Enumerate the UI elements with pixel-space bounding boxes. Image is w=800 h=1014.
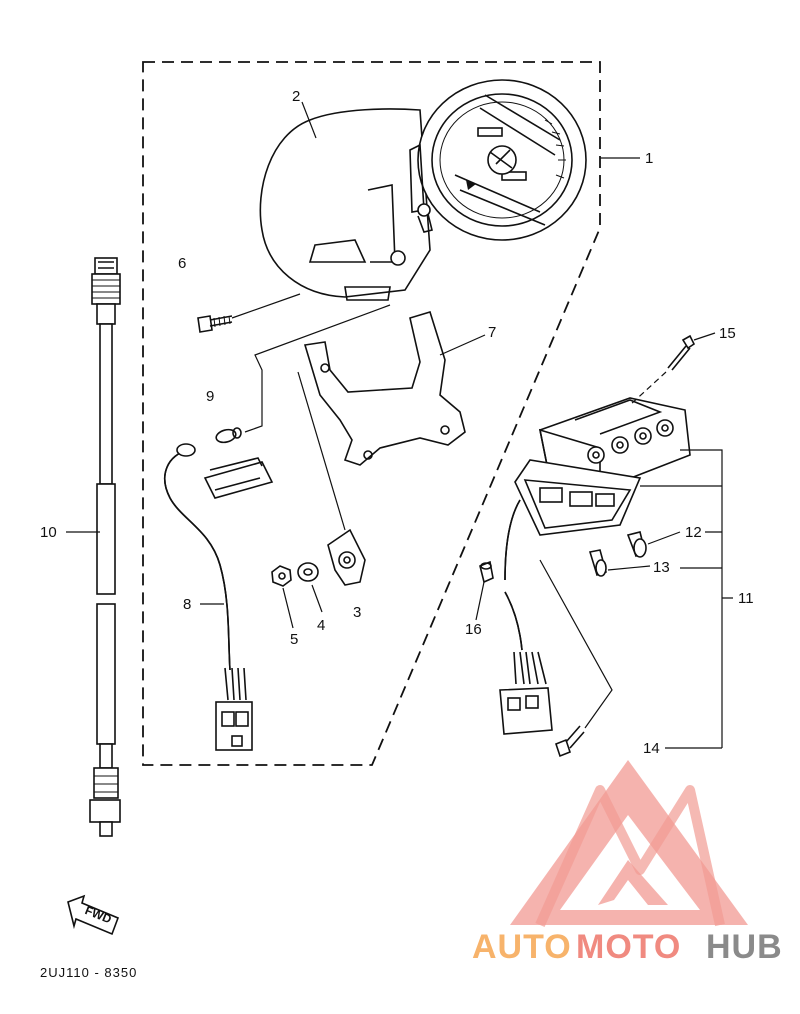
label-4: 4 [317, 617, 325, 634]
label-8: 8 [183, 596, 191, 613]
leader-7 [439, 334, 486, 356]
label-6: 6 [178, 255, 186, 272]
leader-12 [647, 531, 681, 545]
label-3: 3 [353, 604, 361, 621]
leader-16 [475, 581, 485, 621]
label-14: 14 [643, 740, 660, 757]
label-12: 12 [685, 524, 702, 541]
bulb-13 [588, 549, 607, 577]
grommet-3 [327, 528, 366, 586]
label-5: 5 [290, 631, 298, 648]
assembly-boundary [142, 61, 601, 766]
meter-housing [259, 108, 431, 301]
label-13: 13 [653, 559, 670, 576]
leader-15 [693, 332, 716, 341]
leader-2 [301, 101, 317, 139]
label-2: 2 [292, 88, 300, 105]
leader-9 [244, 304, 391, 433]
screw-15 [667, 334, 696, 371]
logo-word-hub: HUB [706, 928, 783, 966]
indicator-harness [499, 499, 553, 735]
bracket-11 [640, 449, 733, 749]
leader-6 [231, 293, 301, 319]
leader-5 [282, 587, 294, 629]
leader-15-dashed [629, 371, 667, 406]
socket-16 [479, 560, 494, 584]
leader-4 [311, 584, 323, 613]
label-7: 7 [488, 324, 496, 341]
speedometer-cable-10 [89, 257, 121, 837]
screw-6 [197, 315, 233, 333]
logo-g-mark [598, 860, 668, 905]
nut-5 [271, 565, 292, 587]
logo-word-auto: AUTO [472, 928, 572, 966]
label-16: 16 [465, 621, 482, 638]
logo-m-stroke [535, 785, 725, 928]
washer-4 [297, 562, 319, 582]
drawing-code: 2UJ110 - 8350 [40, 965, 137, 980]
speedometer-gauge [409, 79, 587, 241]
bulb-9 [215, 427, 242, 444]
forward-arrow-icon [67, 894, 120, 936]
label-1: 1 [645, 150, 653, 167]
label-11: 11 [738, 590, 754, 607]
leader-14-dashed [539, 559, 613, 729]
screw-14 [555, 725, 585, 758]
automotohub-logo [510, 760, 748, 928]
leader-13 [607, 565, 651, 571]
label-9: 9 [206, 388, 214, 405]
indicator-housing [514, 397, 691, 536]
wire-harness-8 [164, 443, 274, 751]
logo-word-moto: MOTO [576, 928, 681, 966]
leader-3 [297, 371, 346, 531]
label-10: 10 [40, 524, 57, 541]
bulb-12 [626, 531, 647, 558]
meter-bracket [303, 311, 466, 466]
label-15: 15 [719, 325, 736, 342]
